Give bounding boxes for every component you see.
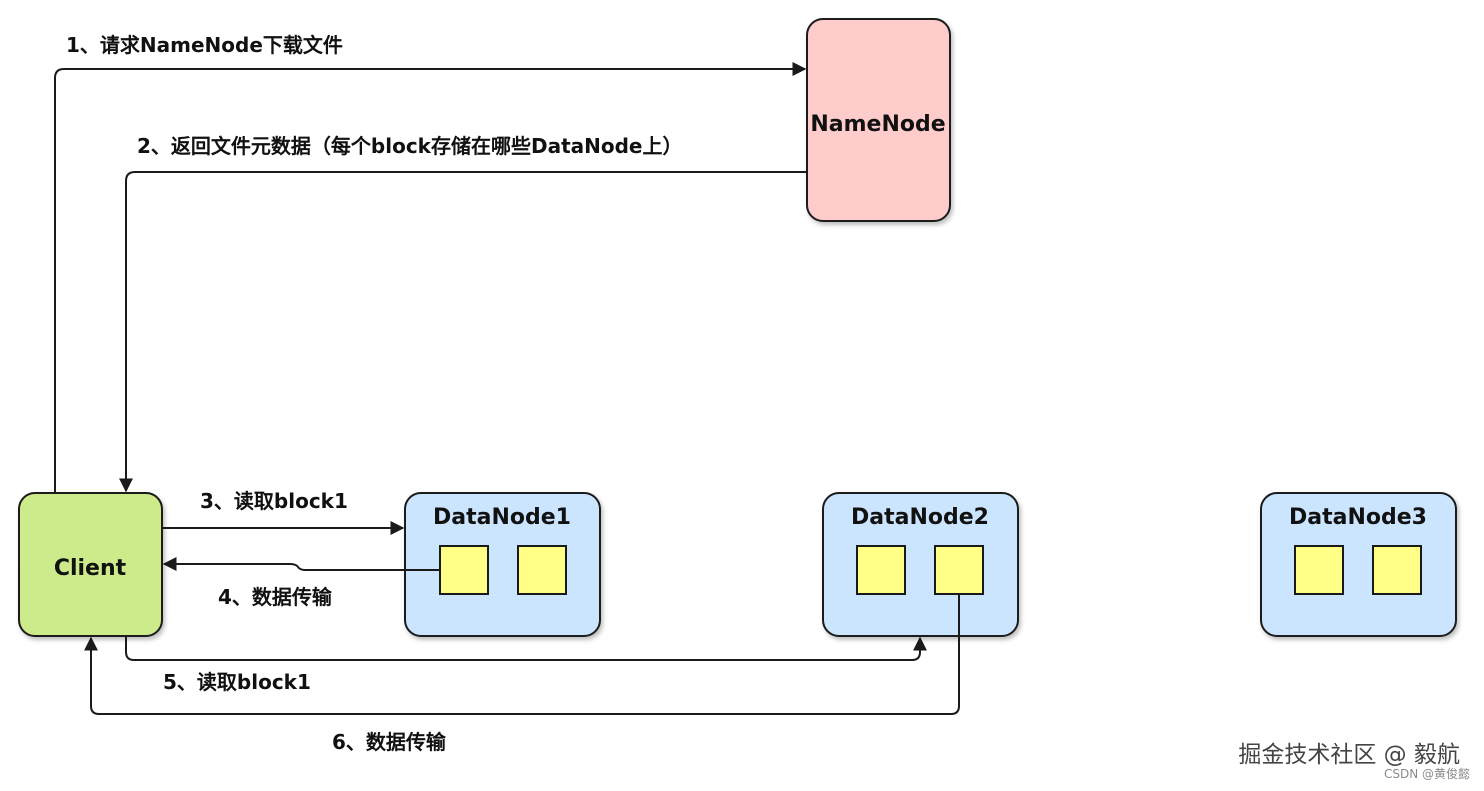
datanode3-block-a (1294, 545, 1344, 595)
edge-step2-arrow (119, 171, 807, 493)
edge-step1-arrow (54, 62, 807, 493)
datanode1-block-a (439, 545, 489, 595)
namenode-box (806, 18, 951, 222)
edge-step1-label: 1、请求NameNode下载文件 (66, 33, 343, 57)
watermark-main: 掘金技术社区 @ 毅航 (1238, 742, 1460, 768)
client-box (18, 492, 163, 637)
edge-step2-label: 2、返回文件元数据（每个block存储在哪些DataNode上） (137, 134, 683, 158)
datanode2-box (822, 492, 1019, 637)
client: Client (18, 492, 163, 637)
datanode3: DataNode3 (1260, 492, 1457, 637)
edge-step6-label: 6、数据传输 (332, 730, 447, 754)
datanode3-label: DataNode3 (1289, 505, 1427, 530)
datanode1-label: DataNode1 (433, 505, 571, 530)
client-label: Client (54, 556, 127, 581)
datanode1-block-b (517, 545, 567, 595)
namenode-label: NameNode (810, 112, 945, 137)
edge-step4-arrow (162, 557, 440, 571)
edge-step5-label: 5、读取block1 (163, 670, 311, 694)
namenode: NameNode (806, 18, 951, 222)
datanode1-box (404, 492, 601, 637)
datanode2-block-a (856, 545, 906, 595)
datanode1: DataNode1 (404, 492, 601, 637)
edge-step3-label: 3、读取block1 (200, 489, 348, 513)
edge-step4-label: 4、数据传输 (218, 585, 333, 609)
datanode2-label: DataNode2 (851, 505, 989, 530)
edge-step6-arrow (84, 594, 960, 715)
watermark-sub: CSDN @黄俊懿 (1384, 766, 1470, 781)
datanode3-block-b (1372, 545, 1422, 595)
datanode2: DataNode2 (822, 492, 1019, 637)
edge-step5-arrow (125, 636, 927, 661)
datanode3-box (1260, 492, 1457, 637)
datanode2-block-b (934, 545, 984, 595)
